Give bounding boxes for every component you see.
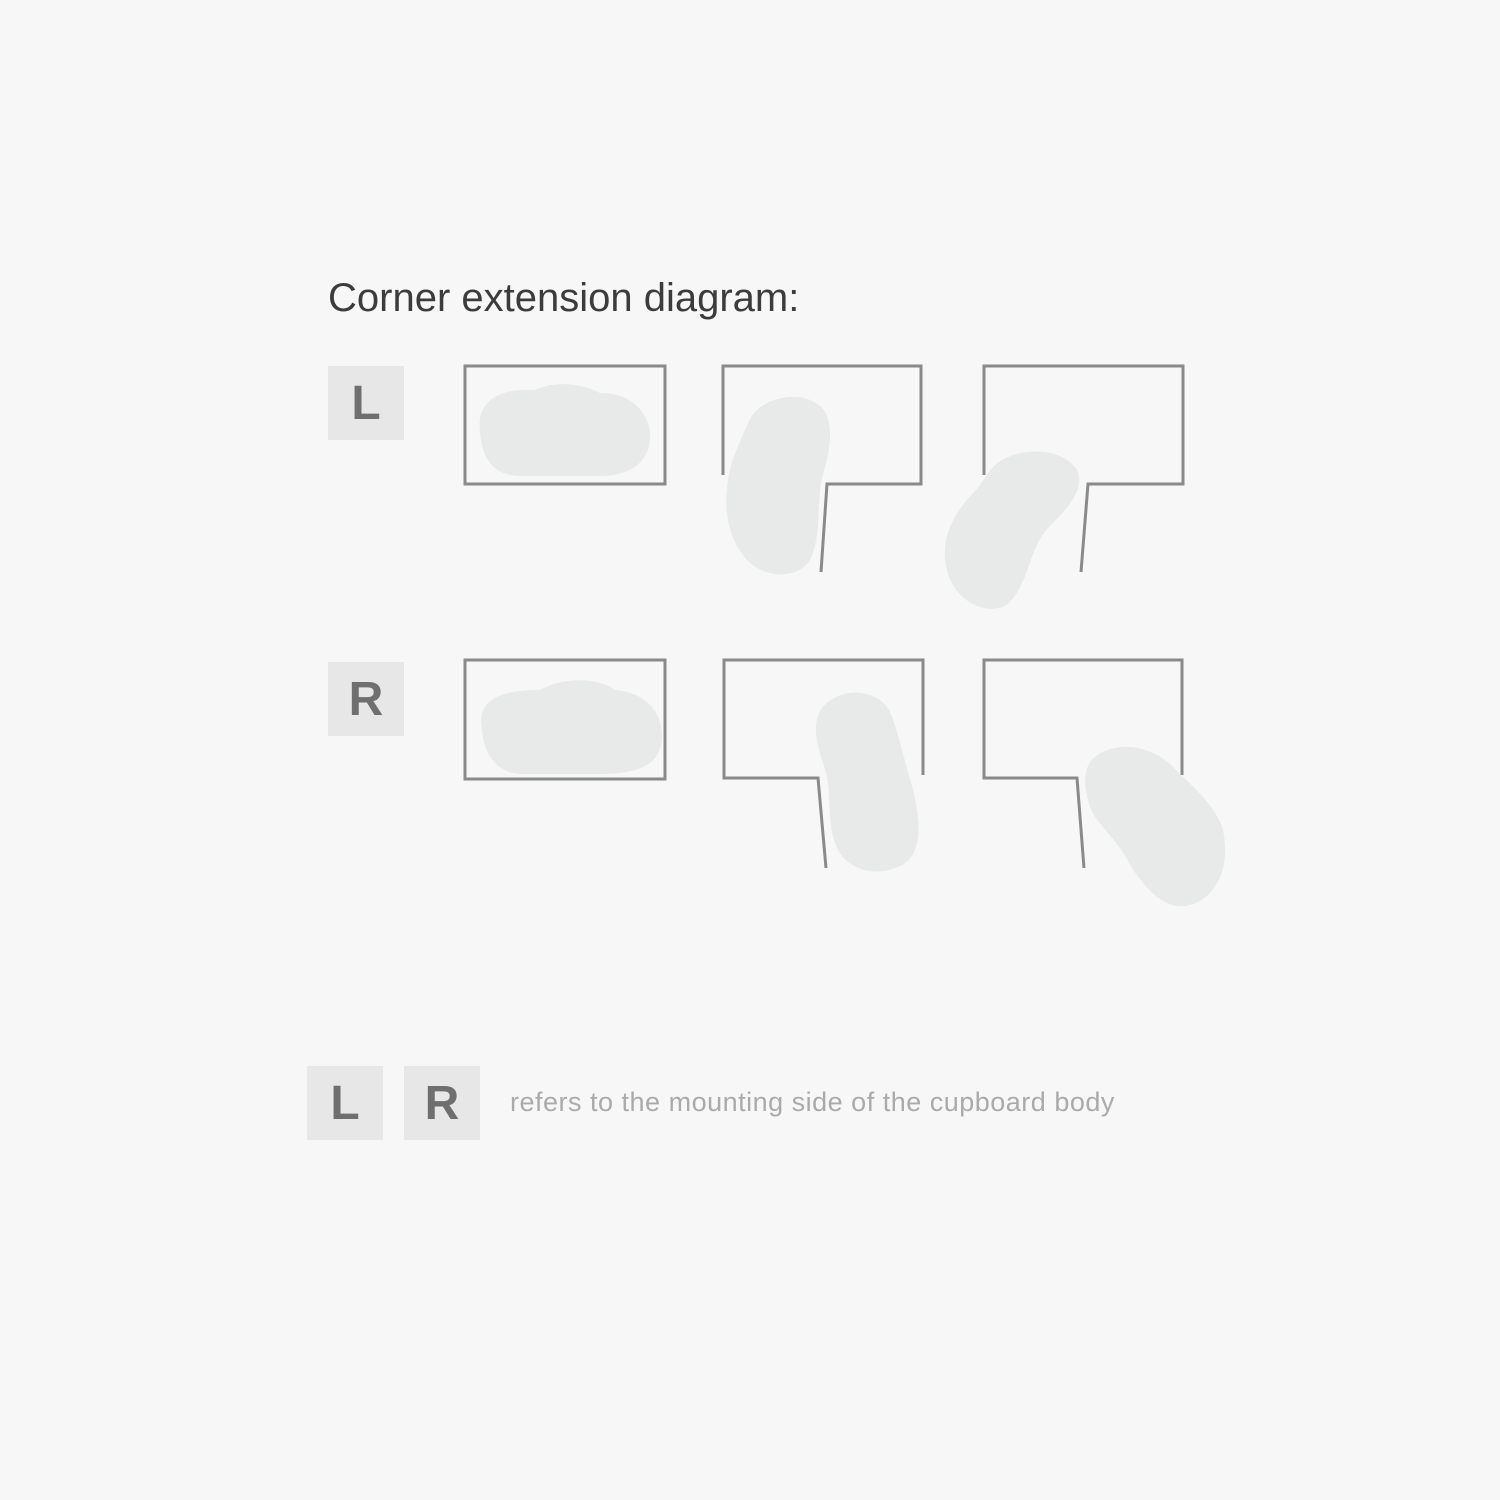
row-label-l: L [328, 366, 404, 440]
basket-r-extended-2 [1085, 746, 1226, 907]
cabinet-r-corner-2 [982, 658, 1184, 869]
cabinet-l-closed [463, 364, 667, 486]
legend-text: refers to the mounting side of the cupbo… [510, 1087, 1115, 1117]
cabinet-r-closed [463, 658, 667, 781]
basket-r-closed [481, 680, 662, 774]
legend-badge-r: R [404, 1066, 480, 1140]
diagram-title: Corner extension diagram: [328, 276, 800, 320]
basket-r-extended-1 [815, 692, 919, 872]
cabinet-r-corner-1 [722, 658, 925, 869]
basket-l-closed [479, 384, 651, 476]
row-label-r: R [328, 662, 404, 736]
basket-l-extended-2 [944, 451, 1080, 609]
legend-badge-l: L [307, 1066, 383, 1140]
cabinet-l-corner-1 [721, 364, 923, 573]
cabinet-l-corner-2 [982, 364, 1185, 573]
basket-l-extended-1 [726, 396, 831, 575]
